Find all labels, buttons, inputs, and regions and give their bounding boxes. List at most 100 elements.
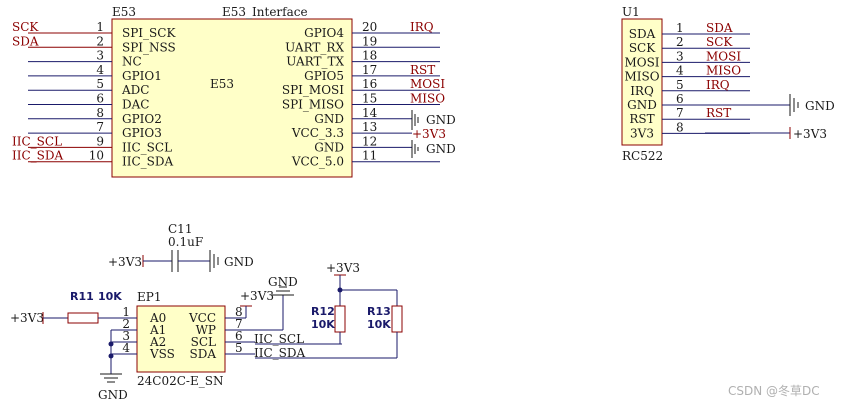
e53-power-symbols: GND +3V3 GND	[411, 110, 456, 158]
e53-pin-name: GPIO5	[304, 69, 344, 83]
r13-value: 10K	[367, 318, 391, 331]
e53-pin-number: 9	[96, 134, 104, 148]
e53-gnd-label-2: GND	[426, 142, 456, 156]
u1-pin-number: 8	[676, 120, 684, 134]
u1-body	[621, 18, 663, 146]
c11-right-net: GND	[224, 255, 254, 269]
e53-pin-name: GND	[314, 140, 344, 154]
u1-pin-name: SDA	[629, 27, 656, 41]
e53-pin-number: 2	[96, 34, 104, 48]
e53-pin-name: DAC	[122, 98, 149, 112]
u1-part: RC522	[622, 149, 663, 163]
u1-v33-label: +3V3	[793, 127, 827, 141]
ep1-pin-number: 3	[122, 329, 130, 343]
u1-designator: U1	[622, 5, 640, 19]
ep1-pin-number: 2	[122, 317, 130, 331]
c11-capacitor: C11 0.1uF +3V3 GND	[108, 222, 254, 272]
u1-pin-name: IRQ	[630, 84, 654, 98]
u1-pin-number: 6	[676, 92, 684, 106]
u1-net-label: SDA	[706, 21, 733, 35]
e53-pin-number: 20	[362, 20, 377, 34]
e53-pin-number: 11	[362, 149, 377, 163]
u1-pin-number: 2	[676, 35, 684, 49]
ep1-pin-name: VCC	[188, 311, 216, 325]
e53-pin-number: 4	[96, 63, 104, 77]
u1-pin-number: 1	[676, 21, 684, 35]
ep1-pin-name: A2	[149, 335, 166, 349]
u1-pin-name: SCK	[629, 41, 656, 55]
r11-net-label: +3V3	[10, 311, 44, 325]
u1-net-label: SCK	[706, 35, 733, 49]
ep1-wp-gnd: GND	[268, 275, 298, 289]
e53-pin-name: GPIO3	[122, 126, 162, 140]
u1-pin-number: 4	[676, 64, 684, 78]
e53-gnd-label-1: GND	[426, 113, 456, 127]
ep1-pin-name: SDA	[189, 347, 216, 361]
e53-pin-number: 5	[96, 77, 104, 91]
u1-pin-name: MOSI	[624, 55, 659, 69]
ep1-sda-net: IIC_SDA	[254, 346, 306, 360]
e53-pin-name: GND	[314, 112, 344, 126]
e53-pin-name: IIC_SDA	[122, 155, 174, 169]
e53-net-label: MOSI	[410, 77, 445, 91]
e53-net-label: IIC_SDA	[12, 149, 64, 163]
e53-pin-name: NC	[122, 55, 142, 69]
ep1-pin-number: 8	[235, 305, 243, 319]
e53-net-label: IIC_SCL	[12, 134, 62, 148]
u1-pin-name: RST	[629, 112, 654, 126]
u1-net-label: RST	[706, 106, 731, 120]
r12-designator: R12	[311, 305, 335, 318]
e53-pin-number: 18	[362, 49, 377, 63]
u1-pin-number: 7	[676, 106, 684, 120]
e53-pin-name: GPIO1	[122, 69, 162, 83]
e53-pin-number: 15	[362, 92, 377, 106]
ep1-pin-name: A0	[149, 311, 166, 325]
r11-designator: R11	[70, 290, 94, 303]
e53-pin-number: 1	[96, 20, 104, 34]
watermark: CSDN @冬草DC	[728, 383, 820, 398]
e53-net-label: SCK	[12, 20, 39, 34]
e53-pin-name: SPI_SCK	[122, 26, 176, 40]
pullup-net-label: +3V3	[326, 261, 360, 275]
e53-pin-number: 7	[96, 120, 104, 134]
e53-pin-number: 16	[362, 77, 377, 91]
u1-pin-number: 3	[676, 49, 684, 63]
e53-pin-number: 10	[89, 149, 104, 163]
c11-designator: C11	[168, 222, 192, 236]
e53-pin-number: 6	[96, 92, 104, 106]
ep1-pin-name: A1	[149, 323, 166, 337]
e53-pin-name: GPIO4	[304, 26, 344, 40]
e53-pin-name: SPI_MOSI	[282, 83, 344, 97]
e53-net-label: SDA	[12, 34, 39, 48]
ep1-pin-number: 4	[122, 341, 130, 355]
r11-resistor	[67, 312, 99, 324]
ep1-vss-gnd: GND	[98, 388, 128, 402]
u1-pin-name: MISO	[624, 70, 659, 84]
ep1-pin-name: SCL	[191, 335, 216, 349]
e53-center-label: E53	[210, 77, 234, 91]
e53-pin-number: 13	[362, 120, 377, 134]
r13-resistor	[391, 305, 403, 333]
pullup-resistors: +3V3 R12 10K R13 10K	[311, 261, 403, 358]
e53-pin-name: SPI_MISO	[282, 98, 344, 112]
c11-left-net: +3V3	[108, 255, 142, 269]
u1-net-label: MISO	[706, 64, 741, 78]
e53-net-label: RST	[410, 63, 435, 77]
ep1-part: 24C02C-E_SN	[137, 374, 223, 388]
u1-gnd-label: GND	[805, 99, 835, 113]
r12-value: 10K	[311, 318, 335, 331]
ep1-vcc-net: +3V3	[240, 289, 274, 303]
e53-body	[111, 18, 353, 178]
ep1-pin-number: 1	[122, 305, 130, 319]
r13-designator: R13	[367, 305, 391, 318]
e53-pin-name: VCC_5.0	[291, 155, 344, 169]
r11-value: 10K	[98, 290, 122, 303]
e53-title: E53_Interface	[222, 5, 308, 19]
